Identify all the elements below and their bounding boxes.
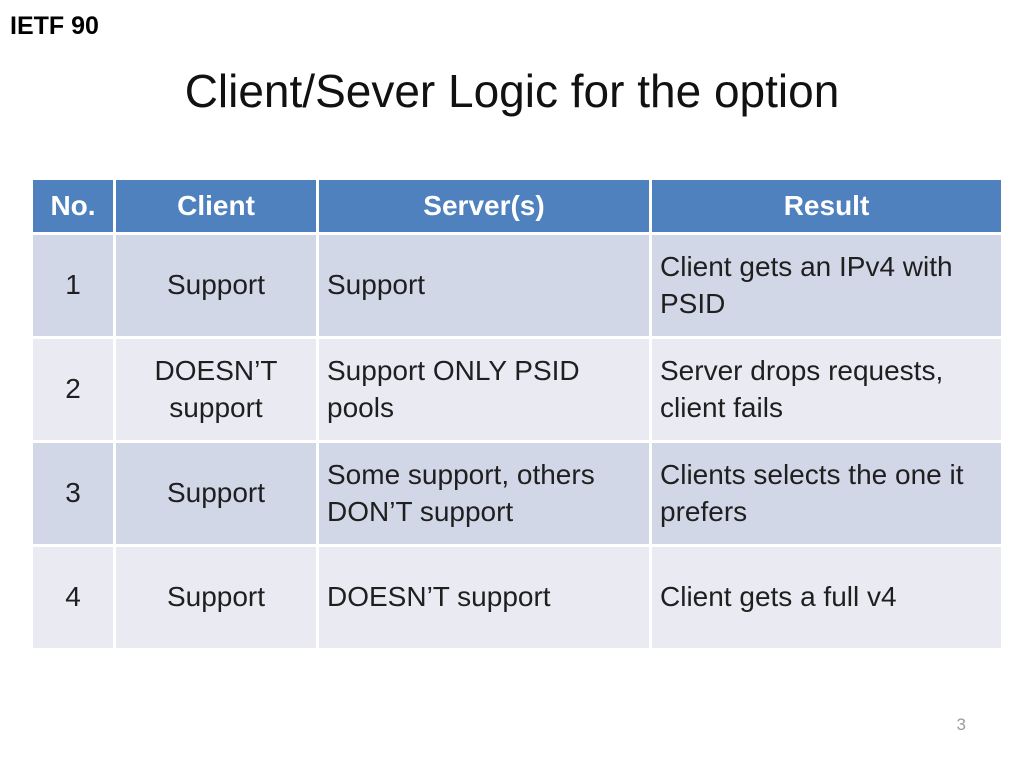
- column-header-server: Server(s): [319, 180, 649, 232]
- column-header-client: Client: [116, 180, 316, 232]
- cell-server: Some support, others DON’T support: [319, 443, 649, 544]
- cell-no: 1: [33, 235, 113, 336]
- table-header-row: No. Client Server(s) Result: [33, 180, 1001, 232]
- table-row: 3 Support Some support, others DON’T sup…: [33, 443, 1001, 544]
- table-row: 1 Support Support Client gets an IPv4 wi…: [33, 235, 1001, 336]
- cell-result: Client gets an IPv4 with PSID: [652, 235, 1001, 336]
- cell-result: Clients selects the one it prefers: [652, 443, 1001, 544]
- cell-client: Support: [116, 235, 316, 336]
- slide-title: Client/Sever Logic for the option: [184, 65, 840, 117]
- cell-client: Support: [116, 443, 316, 544]
- cell-no: 3: [33, 443, 113, 544]
- cell-no: 2: [33, 339, 113, 440]
- table-row: 2 DOESN’T support Support ONLY PSID pool…: [33, 339, 1001, 440]
- conference-label: IETF 90: [10, 12, 99, 40]
- column-header-no: No.: [33, 180, 113, 232]
- cell-server: DOESN’T support: [319, 547, 649, 648]
- page-number: 3: [956, 715, 966, 734]
- cell-server: Support ONLY PSID pools: [319, 339, 649, 440]
- column-header-result: Result: [652, 180, 1001, 232]
- client-server-logic-table: No. Client Server(s) Result 1 Support Su…: [30, 177, 1004, 651]
- table-row: 4 Support DOESN’T support Client gets a …: [33, 547, 1001, 648]
- cell-no: 4: [33, 547, 113, 648]
- cell-client: DOESN’T support: [116, 339, 316, 440]
- cell-client: Support: [116, 547, 316, 648]
- cell-result: Client gets a full v4: [652, 547, 1001, 648]
- cell-result: Server drops requests, client fails: [652, 339, 1001, 440]
- cell-server: Support: [319, 235, 649, 336]
